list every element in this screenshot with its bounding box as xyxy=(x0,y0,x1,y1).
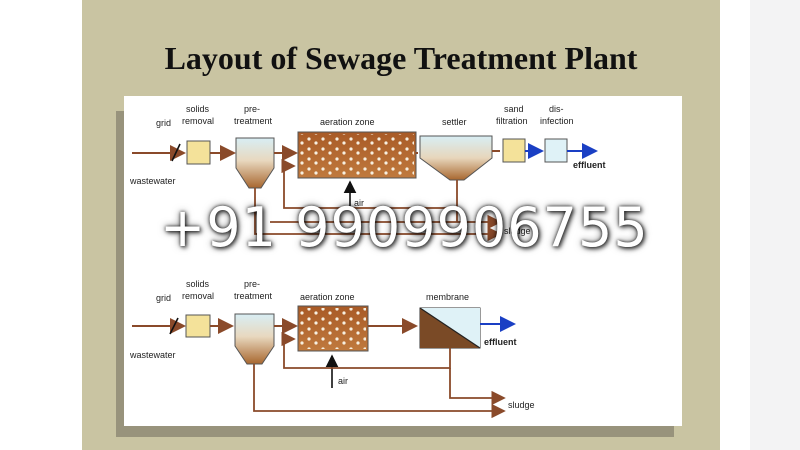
air-bubbles xyxy=(300,308,366,349)
label-settler: settler xyxy=(442,117,467,127)
label-filtration: filtration xyxy=(496,116,528,126)
pre-treatment-tank xyxy=(234,313,275,365)
label-wastewater: wastewater xyxy=(129,176,176,186)
air-bubbles xyxy=(300,134,414,176)
label-air: air xyxy=(354,198,364,208)
phone-watermark: +91 9909906755 xyxy=(160,196,649,259)
label-effluent: effluent xyxy=(573,160,606,170)
right-margin xyxy=(720,0,750,450)
label-removal: removal xyxy=(182,116,214,126)
left-margin xyxy=(0,0,82,450)
label-effluent: effluent xyxy=(484,337,517,347)
label-wastewater: wastewater xyxy=(129,350,176,360)
disinfection-box xyxy=(544,138,568,163)
grid-icon xyxy=(171,143,181,162)
solids-removal-box xyxy=(185,314,211,338)
sludge-line xyxy=(254,188,502,242)
label-solids: solids xyxy=(186,104,210,114)
label-pre: pre- xyxy=(244,104,260,114)
label-pre: pre- xyxy=(244,279,260,289)
label-dis: dis- xyxy=(549,104,564,114)
settler-tank xyxy=(419,135,493,181)
sludge-line xyxy=(253,364,506,419)
bottom-process: grid solids removal pre- treatment aerat… xyxy=(129,279,535,419)
label-aeration-zone: aeration zone xyxy=(300,292,355,302)
label-sludge: sludge xyxy=(504,226,531,236)
label-membrane: membrane xyxy=(426,292,469,302)
label-grid: grid xyxy=(156,118,171,128)
sludge-line xyxy=(449,368,506,406)
return-sludge-line xyxy=(281,158,458,209)
label-aeration-zone: aeration zone xyxy=(320,117,375,127)
top-process: grid solids removal pre- treatment aerat… xyxy=(129,104,606,242)
solids-removal-box xyxy=(186,140,211,165)
pre-treatment-tank xyxy=(235,137,275,189)
label-infection: infection xyxy=(540,116,574,126)
label-removal: removal xyxy=(182,291,214,301)
diagram-panel: grid solids removal pre- treatment aerat… xyxy=(124,96,682,426)
right-strip xyxy=(750,0,800,450)
label-grid: grid xyxy=(156,293,171,303)
label-air: air xyxy=(338,376,348,386)
grid-icon xyxy=(169,317,179,335)
label-treatment: treatment xyxy=(234,291,273,301)
slide-title: Layout of Sewage Treatment Plant xyxy=(164,40,638,76)
label-sludge: sludge xyxy=(508,400,535,410)
label-treatment: treatment xyxy=(234,116,273,126)
return-sludge-line xyxy=(281,331,451,369)
label-solids: solids xyxy=(186,279,210,289)
membrane-line xyxy=(419,307,481,349)
process-diagrams: grid solids removal pre- treatment aerat… xyxy=(129,104,606,419)
label-sand: sand xyxy=(504,104,524,114)
sand-filtration-box xyxy=(502,138,526,163)
